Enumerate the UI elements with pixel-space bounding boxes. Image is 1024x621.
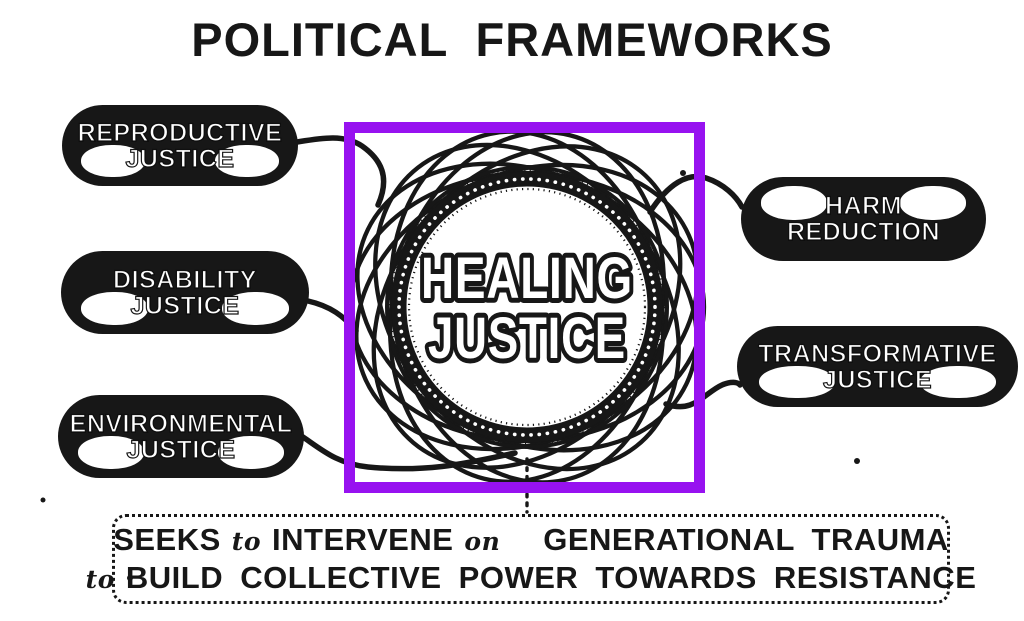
ring-speckle-inner xyxy=(407,187,647,427)
caption-word: to xyxy=(231,527,262,556)
node-label-line2: JUSTICE xyxy=(126,435,236,464)
ring-outer-circle xyxy=(385,165,669,449)
ink-speck xyxy=(40,497,46,503)
node-label-line1: ENVIRONMENTAL xyxy=(69,409,293,438)
node-environmental-justice: ENVIRONMENTAL JUSTICE xyxy=(58,395,304,478)
caption-word: SEEKS xyxy=(113,522,221,557)
caption-word: to xyxy=(85,565,115,594)
node-label-line2: JUSTICE xyxy=(125,144,235,173)
caption-word: GENERATIONAL TRAUMA xyxy=(543,522,949,557)
node-label-line1: HARM xyxy=(824,192,902,220)
node-label-line2: JUSTICE xyxy=(822,365,933,394)
connector-transformative xyxy=(663,379,743,410)
ring-bead-dots xyxy=(397,177,657,437)
ink-speck xyxy=(680,170,686,176)
connector-harm-reduction xyxy=(647,173,745,215)
node-harm-reduction: HARM REDUCTION xyxy=(741,177,986,261)
caption-word: BUILD COLLECTIVE POWER TOWARDS RESISTANC… xyxy=(125,560,977,595)
caption-word: INTERVENE xyxy=(272,522,454,557)
node-label-line2: REDUCTION xyxy=(786,218,941,246)
node-reproductive-justice: REPRODUCTIVE JUSTICE xyxy=(62,105,298,186)
center-node-line1: HEALING xyxy=(421,246,633,311)
ink-speck xyxy=(854,458,860,464)
connector-environmental xyxy=(300,434,518,472)
diagram-title: POLITICAL FRAMEWORKS xyxy=(191,13,833,66)
ring-speckle-outer xyxy=(388,168,666,446)
node-disability-justice: DISABILITY JUSTICE xyxy=(61,251,309,334)
caption-line2: to BUILD COLLECTIVE POWER TOWARDS RESISTA… xyxy=(86,560,977,596)
node-label-line1: TRANSFORMATIVE xyxy=(758,339,997,368)
node-label-line2: JUSTICE xyxy=(130,291,240,320)
center-node-line2: JUSTICE xyxy=(428,306,626,371)
center-node-healing-justice[interactable] xyxy=(389,169,665,445)
node-label-line1: DISABILITY xyxy=(112,265,257,294)
caption-box: SEEKS to INTERVENE on GENERATIONAL TRAUMA to… xyxy=(86,514,976,604)
node-transformative-justice: TRANSFORMATIVE JUSTICE xyxy=(737,326,1018,407)
ink-speck xyxy=(127,575,133,581)
caption-word: on xyxy=(464,527,501,556)
node-label-line1: REPRODUCTIVE xyxy=(77,118,283,147)
wreath-loops xyxy=(347,129,707,485)
caption-line1: SEEKS to INTERVENE on GENERATIONAL TRAUMA xyxy=(113,522,949,558)
connector-reproductive xyxy=(294,135,387,208)
